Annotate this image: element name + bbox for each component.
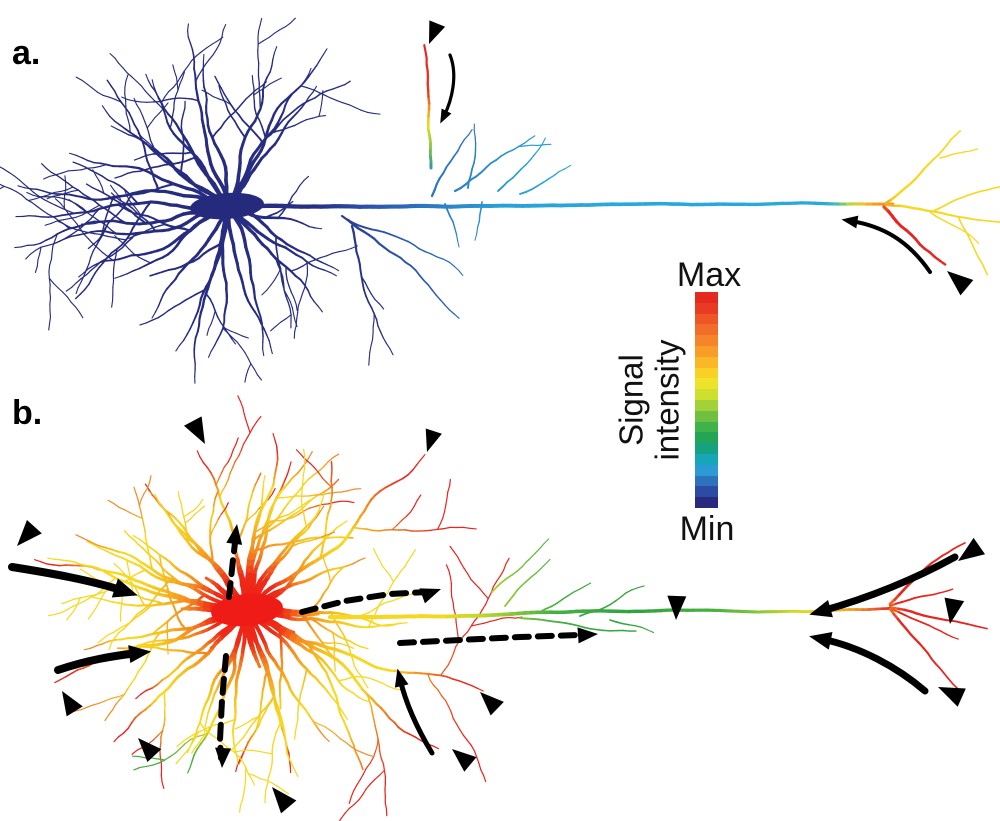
colorbar-segment: [695, 356, 718, 368]
panel-b-label: b.: [12, 394, 43, 432]
colorbar-segment: [695, 399, 718, 411]
colorbar-segment: [695, 497, 718, 508]
colorbar: [695, 292, 718, 508]
colorbar-segment: [695, 345, 718, 357]
colorbar-title-line1: Signal: [612, 354, 650, 446]
colorbar-segment: [695, 432, 718, 444]
colorbar-segment: [695, 335, 718, 346]
colorbar-segment: [695, 410, 718, 422]
colorbar-segment: [695, 421, 718, 433]
colorbar-segment: [695, 367, 718, 379]
colorbar-max-label: Max: [676, 256, 742, 294]
colorbar-segment: [695, 302, 718, 314]
colorbar-segment: [695, 475, 718, 487]
colorbar-segment: [695, 292, 718, 303]
colorbar-segment: [695, 378, 718, 390]
colorbar-segment: [695, 313, 718, 325]
colorbar-title: Signal intensity: [612, 339, 687, 461]
colorbar-segment: [695, 464, 718, 476]
colorbar-segment: [695, 443, 718, 454]
colorbar-segment: [695, 486, 718, 498]
colorbar-segment: [695, 389, 718, 400]
panel-a-label: a.: [12, 34, 41, 72]
colorbar-segment: [695, 324, 718, 336]
colorbar-title-line2: intensity: [649, 339, 686, 461]
colorbar-segment: [695, 453, 718, 465]
colorbar-min-label: Min: [679, 510, 735, 548]
